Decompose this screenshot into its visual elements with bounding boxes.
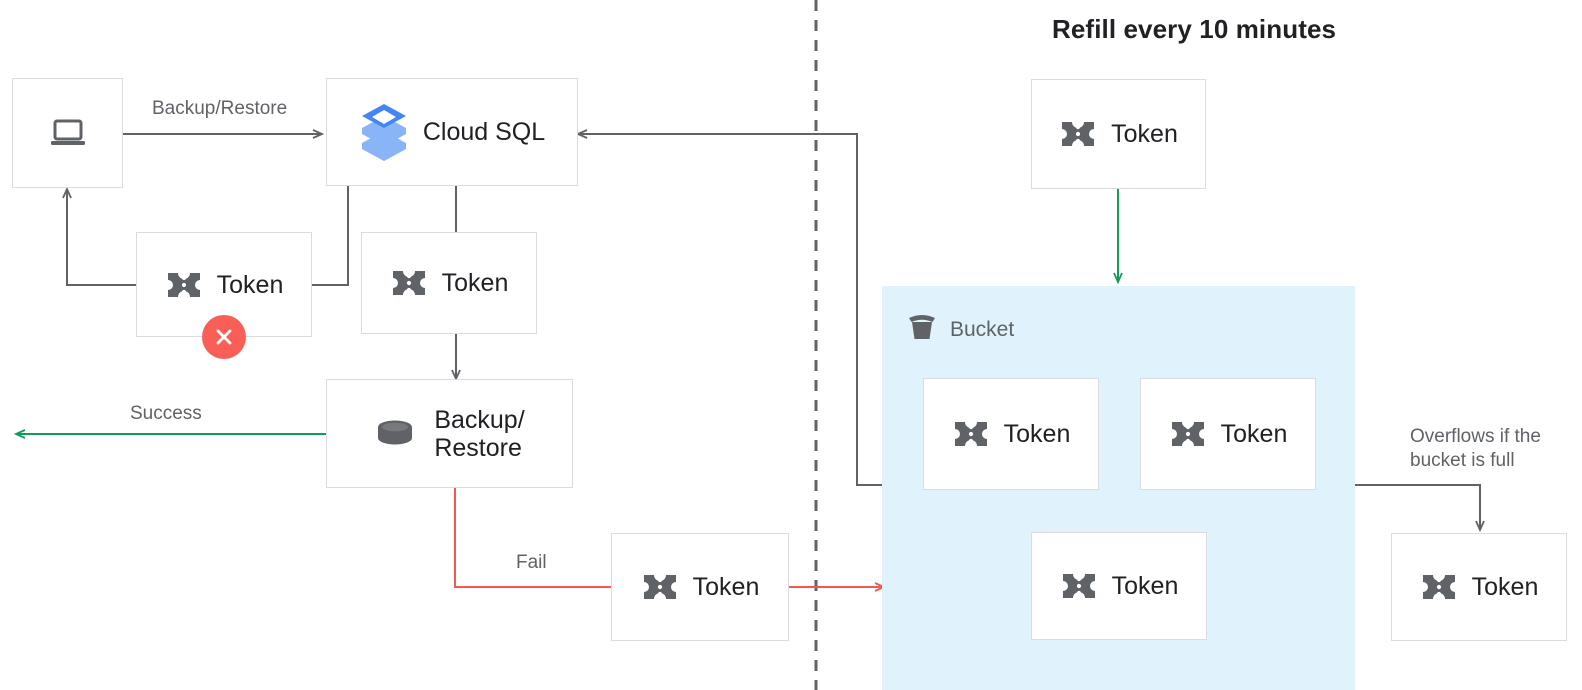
node-token-refill[interactable]: Token <box>1031 79 1206 189</box>
edge-label-success: Success <box>130 403 202 424</box>
bucket-label: Bucket <box>950 317 1015 341</box>
laptop-icon <box>48 117 88 149</box>
token-icon <box>952 418 990 450</box>
database-icon <box>374 417 416 451</box>
node-token-refill-label: Token <box>1111 120 1178 148</box>
node-token-failed-label: Token <box>216 270 284 299</box>
token-icon <box>165 269 203 301</box>
edge-label-backup-restore: Backup/Restore <box>152 98 288 119</box>
node-token-bucket-1[interactable]: Token <box>923 378 1099 490</box>
node-token-bucket-2-label: Token <box>1220 420 1288 448</box>
bucket-title: Bucket <box>906 312 1014 347</box>
edge-label-fail: Fail <box>516 552 547 573</box>
node-backup-restore-label: Backup/ Restore <box>434 405 525 462</box>
token-icon <box>1060 570 1098 602</box>
edge-overflow <box>1355 484 1480 530</box>
token-icon <box>1169 418 1207 450</box>
node-token-overflow[interactable]: Token <box>1391 533 1567 641</box>
token-icon <box>390 267 428 299</box>
node-cloud-sql-label: Cloud SQL <box>422 118 546 146</box>
cloud-sql-icon <box>359 101 409 163</box>
node-token-fail-path-label: Token <box>692 573 760 601</box>
node-client[interactable] <box>12 78 123 188</box>
node-cloud-sql[interactable]: Cloud SQL <box>326 78 578 186</box>
error-x-badge <box>202 315 246 359</box>
page-title: Refill every 10 minutes <box>1052 14 1337 44</box>
node-token-fail-path[interactable]: Token <box>611 533 789 641</box>
node-token-bucket-3[interactable]: Token <box>1031 532 1207 640</box>
node-token-overflow-label: Token <box>1471 573 1539 601</box>
bucket-icon <box>906 312 938 347</box>
node-token-bucket-2[interactable]: Token <box>1140 378 1316 490</box>
node-token-bucket-1-label: Token <box>1003 420 1071 448</box>
node-token-bucket-3-label: Token <box>1111 572 1179 600</box>
close-icon <box>216 329 232 345</box>
token-icon <box>1420 571 1458 603</box>
edge-bucket-to-cloudsql <box>578 134 882 486</box>
node-token-cloudsql[interactable]: Token <box>361 232 537 334</box>
edge-label-overflow: Overflows if the bucket is full <box>1410 426 1541 471</box>
token-icon <box>1059 118 1097 150</box>
node-token-cloudsql-label: Token <box>441 269 509 297</box>
edge-token-failed-to-client <box>67 189 136 286</box>
token-icon <box>641 571 679 603</box>
node-backup-restore[interactable]: Backup/ Restore <box>326 379 573 488</box>
